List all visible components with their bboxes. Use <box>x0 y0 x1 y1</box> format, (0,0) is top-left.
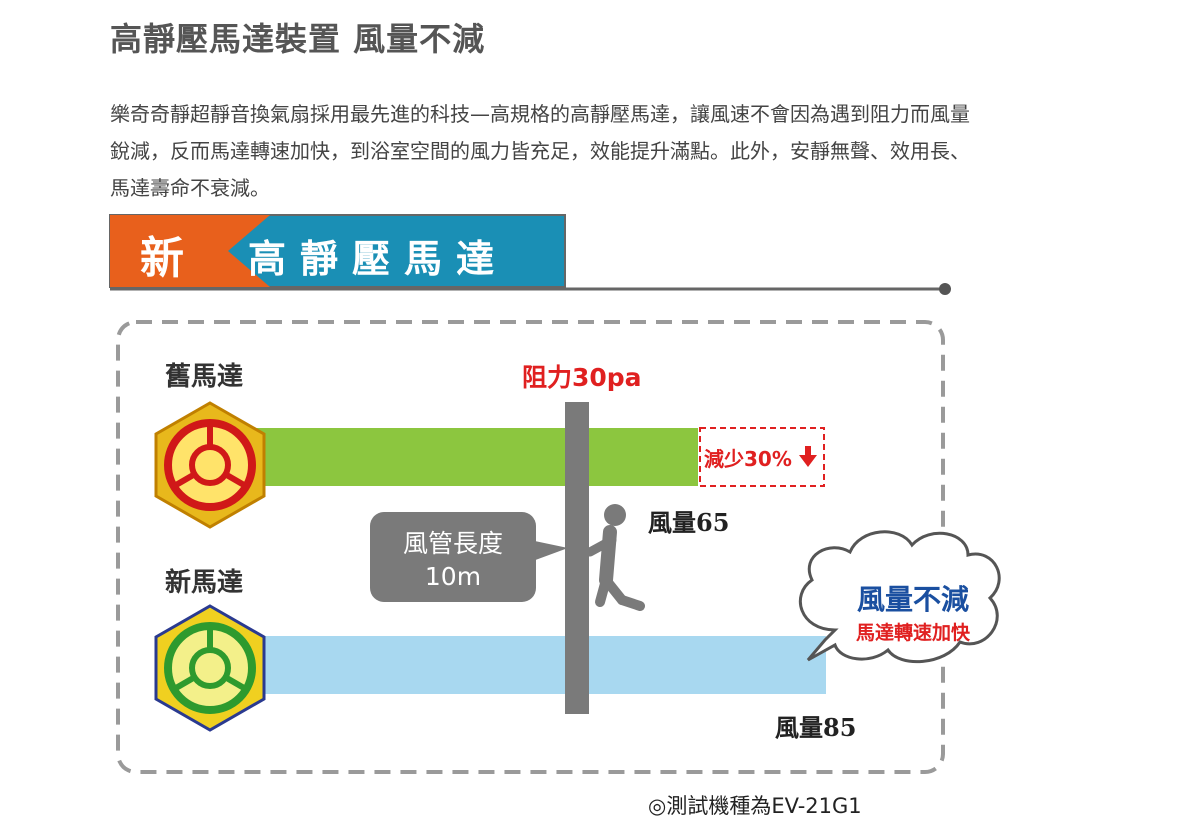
old-motor-label: 舊馬達 <box>165 362 244 392</box>
duct-length-value: 10m <box>424 562 482 591</box>
person-pushing-icon <box>585 504 645 611</box>
new-airflow-label: 風量85 <box>775 713 857 742</box>
header-rule-dot <box>939 283 951 295</box>
description-line: 銳減，反而馬達轉速加快，到浴室空間的風力皆充足，效能提升滿點。此外，安靜無聲、效… <box>110 139 970 163</box>
description-line: 樂奇奇靜超靜音換氣扇採用最先進的科技—高規格的高靜壓馬達，讓風速不會因為遇到阻力… <box>110 102 970 126</box>
duct-length-label: 風管長度 <box>402 529 503 558</box>
down-arrow-icon <box>799 446 817 467</box>
new-motor-label: 新馬達 <box>165 568 244 598</box>
duct-length-bubble <box>370 512 568 602</box>
test-model-footnote: ◎測試機種為EV-21G1 <box>648 794 862 818</box>
old-airflow-bar <box>240 428 698 486</box>
description-paragraph: 樂奇奇靜超靜音換氣扇採用最先進的科技—高規格的高靜壓馬達，讓風速不會因為遇到阻力… <box>110 96 1150 207</box>
resistance-label: 阻力30pa <box>522 363 642 392</box>
description-line: 馬達壽命不衰減。 <box>110 176 270 200</box>
resistance-wall <box>565 402 589 714</box>
new-motor-icon <box>154 604 266 732</box>
page-title: 高靜壓馬達裝置 風量不減 <box>110 20 486 58</box>
reduction-label: 減少30% <box>704 447 792 471</box>
reduction-box <box>699 427 825 487</box>
banner-new-label: 新 <box>140 233 184 284</box>
banner-graphic <box>109 214 566 288</box>
banner-title: 高靜壓馬達 <box>248 237 509 281</box>
cloud-title: 風量不減 <box>856 583 969 616</box>
cloud-callout <box>799 530 1001 664</box>
new-airflow-bar <box>240 636 826 694</box>
cloud-subtitle: 馬達轉速加快 <box>855 622 970 644</box>
old-airflow-label: 風量65 <box>648 508 730 537</box>
old-motor-icon <box>154 401 266 529</box>
